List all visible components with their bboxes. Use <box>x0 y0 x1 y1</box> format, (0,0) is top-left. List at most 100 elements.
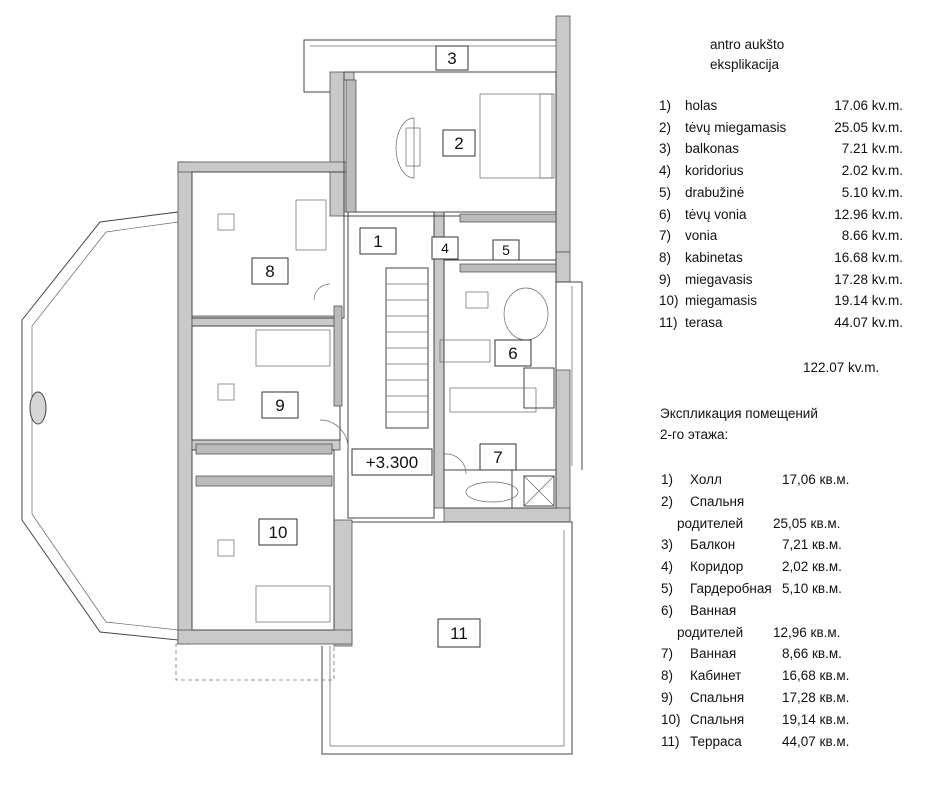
legend-item-area: 19.14 kv.m. <box>834 293 903 309</box>
legend-item-area: 7,21 кв.м. <box>782 537 842 553</box>
legend-item-name: Ванная <box>690 602 737 618</box>
legend-item-area: 2,02 кв.м. <box>782 559 842 575</box>
legend-item-number: 6) <box>661 602 674 618</box>
legend-lt-title-line2: eksplikacija <box>710 57 780 72</box>
legend-item-area: 2.02 kv.m. <box>841 163 903 179</box>
legend-item-number: 7) <box>659 228 672 244</box>
room-number: 11 <box>450 624 468 643</box>
room-number: 7 <box>493 448 502 467</box>
room-number: 3 <box>447 49 456 68</box>
room-number: 4 <box>441 240 449 256</box>
room-number: 8 <box>265 262 274 281</box>
legend-item-name: Ванная <box>690 646 737 662</box>
legend-item-name: родителей <box>677 624 744 640</box>
legend-ru-title-line2: 2-го этажа: <box>660 427 729 442</box>
legend-ru-item: родителей 12,96 кв.м. <box>661 622 849 644</box>
room-label-11: 11 <box>437 618 481 648</box>
legend-item-name: holas <box>685 98 718 113</box>
room-number: 1 <box>373 232 382 251</box>
legend-item-area: 17,28 кв.м. <box>782 689 850 705</box>
legend-lt-item: 8) kabinetas 16.68 kv.m. <box>659 247 903 269</box>
room-number: 10 <box>269 523 288 542</box>
legend-item-number: 11) <box>661 733 680 749</box>
legend-ru-item: 2) Спальня <box>661 491 849 513</box>
legend-item-area: 44,07 кв.м. <box>782 733 850 749</box>
legend-item-number: 11) <box>659 315 678 331</box>
legend-item-name: Балкон <box>690 537 736 553</box>
room-label-5: 5 <box>492 239 520 261</box>
room-number: 6 <box>508 344 517 363</box>
room-label-8: 8 <box>251 257 289 285</box>
legend-item-name: kabinetas <box>685 249 743 265</box>
legend-item-number: 10) <box>659 293 679 309</box>
legend-item-number: 8) <box>659 249 672 265</box>
staircase <box>385 267 429 429</box>
legend-item-area: 25,05 кв.м. <box>773 515 841 531</box>
legend-item-area: 25.05 kv.m. <box>834 119 903 135</box>
legend-item-area: 5.10 kv.m. <box>841 184 903 200</box>
legend-ru-item: 3) Балкон 7,21 кв.м. <box>661 534 849 556</box>
room-number: 2 <box>454 134 463 153</box>
room-number: 5 <box>502 242 510 258</box>
legend-item-number: 2) <box>659 119 672 135</box>
legend-item-area: 7.21 kv.m. <box>841 141 903 157</box>
legend-item-number: 9) <box>661 689 674 705</box>
terrace-outline <box>175 521 573 755</box>
legend-item-name: Спальня <box>690 493 745 509</box>
level-mark: +3.300 <box>351 448 433 476</box>
legend-item-name: miegamasis <box>685 293 758 309</box>
legend-lt-title-line1: antro aukšto <box>710 37 785 52</box>
legend-item-number: 3) <box>661 537 674 553</box>
legend-item-area: 8,66 кв.м. <box>782 646 842 662</box>
furniture <box>217 93 555 623</box>
legend-item-name: Холл <box>690 472 722 487</box>
legend-item-number: 2) <box>661 493 674 509</box>
legend-ru-item: 9) Спальня 17,28 кв.м. <box>661 687 849 709</box>
legend-ru-title: Экспликация помещений 2-го этажа: <box>660 403 818 445</box>
legend-item-area: 16.68 kv.m. <box>834 249 903 265</box>
legend-ru-item: 6) Ванная <box>661 600 849 622</box>
legend-lt-item: 2) tėvų miegamasis 25.05 kv.m. <box>659 117 903 139</box>
room-label-2: 2 <box>442 129 476 157</box>
legend-item-area: 12.96 kv.m. <box>834 206 903 222</box>
wardrobe-hatches <box>195 79 557 487</box>
legend-lt-title: antro aukšto eksplikacija <box>710 35 784 75</box>
legend-item-number: 5) <box>661 580 674 596</box>
legend-item-name: tėvų miegamasis <box>685 119 787 135</box>
legend-item-area: 5,10 кв.м. <box>782 580 842 596</box>
legend-item-name: miegavasis <box>685 271 753 287</box>
legend-item-area: 44.07 kv.m. <box>834 315 903 331</box>
legend-item-area: 16,68 кв.м. <box>782 668 850 684</box>
legend-item-number: 7) <box>661 646 674 662</box>
legend-item-area: 12,96 кв.м. <box>773 624 841 640</box>
legend-item-number: 3) <box>659 141 672 157</box>
legend-lt-item: 10) miegamasis 19.14 kv.m. <box>659 290 903 312</box>
legend-item-number: 4) <box>661 559 674 575</box>
floor-plan: 3 2 1 4 5 6 7 8 9 10 11 +3.300 <box>21 15 583 755</box>
legend-item-name: Спальня <box>690 689 745 705</box>
legend-item-name: родителей <box>677 515 744 531</box>
legend-ru-item: 7) Ванная 8,66 кв.м. <box>661 643 849 665</box>
legend-item-name: Кабинет <box>690 668 742 684</box>
legend-item-number: 4) <box>659 163 672 179</box>
room-label-9: 9 <box>261 391 299 419</box>
octagon-terrace-outline <box>21 211 179 641</box>
legend-item-name: Коридор <box>690 559 744 575</box>
legend-lt-total: 122.07 kv.m. <box>803 360 880 375</box>
legend-item-number: 1) <box>659 98 672 113</box>
